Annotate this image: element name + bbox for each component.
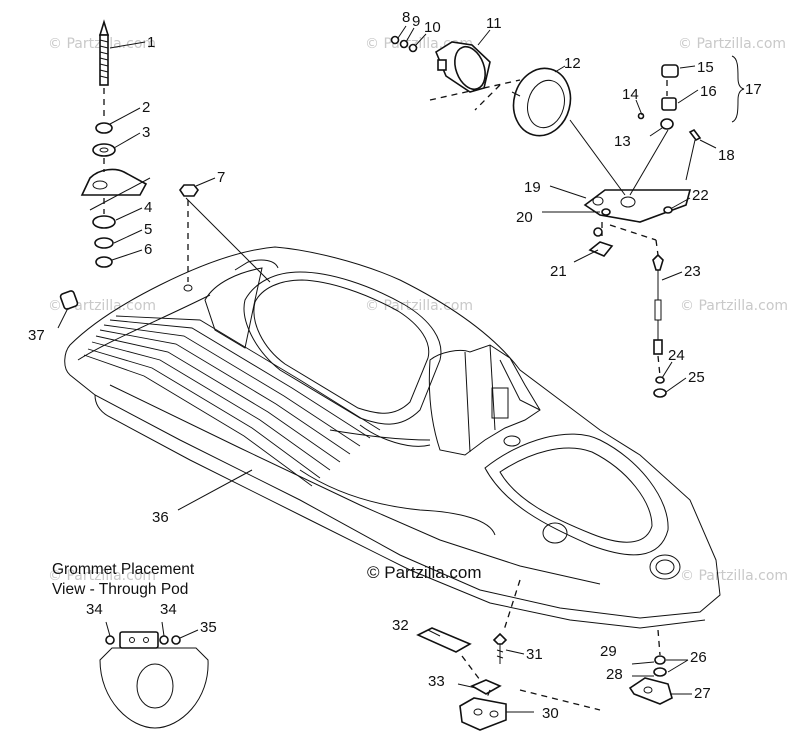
part-items (59, 19, 702, 731)
callout-23: 23 (684, 263, 701, 280)
grommet-inset (99, 631, 209, 729)
callout-7: 7 (217, 169, 225, 186)
callout-31: 31 (526, 646, 543, 663)
callout-27: 27 (694, 685, 711, 702)
callout-25: 25 (688, 369, 705, 386)
grommet-caption-line1: Grommet Placement (52, 561, 195, 578)
callout-9: 9 (412, 13, 420, 30)
callout-30: 30 (542, 705, 559, 722)
callout-16: 16 (700, 83, 717, 100)
watermark-main: © Partzilla.com (367, 563, 482, 582)
callout-6: 6 (144, 241, 152, 258)
callout-32: 32 (392, 617, 409, 634)
callout-17: 17 (745, 81, 762, 98)
callout-18: 18 (718, 147, 735, 164)
callout-35: 35 (200, 619, 217, 636)
callout-2: 2 (142, 99, 150, 116)
watermark-mid-center: © Partzilla.com (365, 298, 473, 314)
watermark-low-left: © Partzilla.com (48, 568, 156, 584)
callout-4: 4 (144, 199, 152, 216)
callout-3: 3 (142, 124, 150, 141)
callout-21: 21 (550, 263, 567, 280)
callout-29: 29 (600, 643, 617, 660)
watermark-top-right: © Partzilla.com (678, 36, 786, 52)
grommet-caption-line2: View - Through Pod (52, 581, 188, 598)
watermark-layer: © Partzilla.com © Partzilla.com © Partzi… (48, 36, 788, 584)
callout-labels: 1 2 3 4 5 6 7 8 9 10 11 12 13 14 15 16 1… (28, 9, 762, 722)
callout-34-left: 34 (86, 601, 103, 618)
callout-26: 26 (690, 649, 707, 666)
watermark-mid-right: © Partzilla.com (680, 298, 788, 314)
callout-28: 28 (606, 666, 623, 683)
watermark-low-right: © Partzilla.com (680, 568, 788, 584)
callout-5: 5 (144, 221, 152, 238)
callout-20: 20 (516, 209, 533, 226)
deck-stripes (83, 315, 381, 487)
callout-15: 15 (697, 59, 714, 76)
callout-19: 19 (524, 179, 541, 196)
callout-13: 13 (614, 133, 631, 150)
callout-10: 10 (424, 19, 441, 36)
callout-14: 14 (622, 86, 639, 103)
hull-drawing (64, 246, 721, 629)
callout-1: 1 (147, 34, 155, 51)
callout-12: 12 (564, 55, 581, 72)
callout-24: 24 (668, 347, 685, 364)
callout-11: 11 (486, 15, 502, 32)
callout-34-right: 34 (160, 601, 177, 618)
leader-lines (57, 25, 717, 713)
callout-33: 33 (428, 673, 445, 690)
callout-37: 37 (28, 327, 45, 344)
callout-8: 8 (402, 9, 410, 26)
callout-36: 36 (152, 509, 169, 526)
callout-22: 22 (692, 187, 709, 204)
